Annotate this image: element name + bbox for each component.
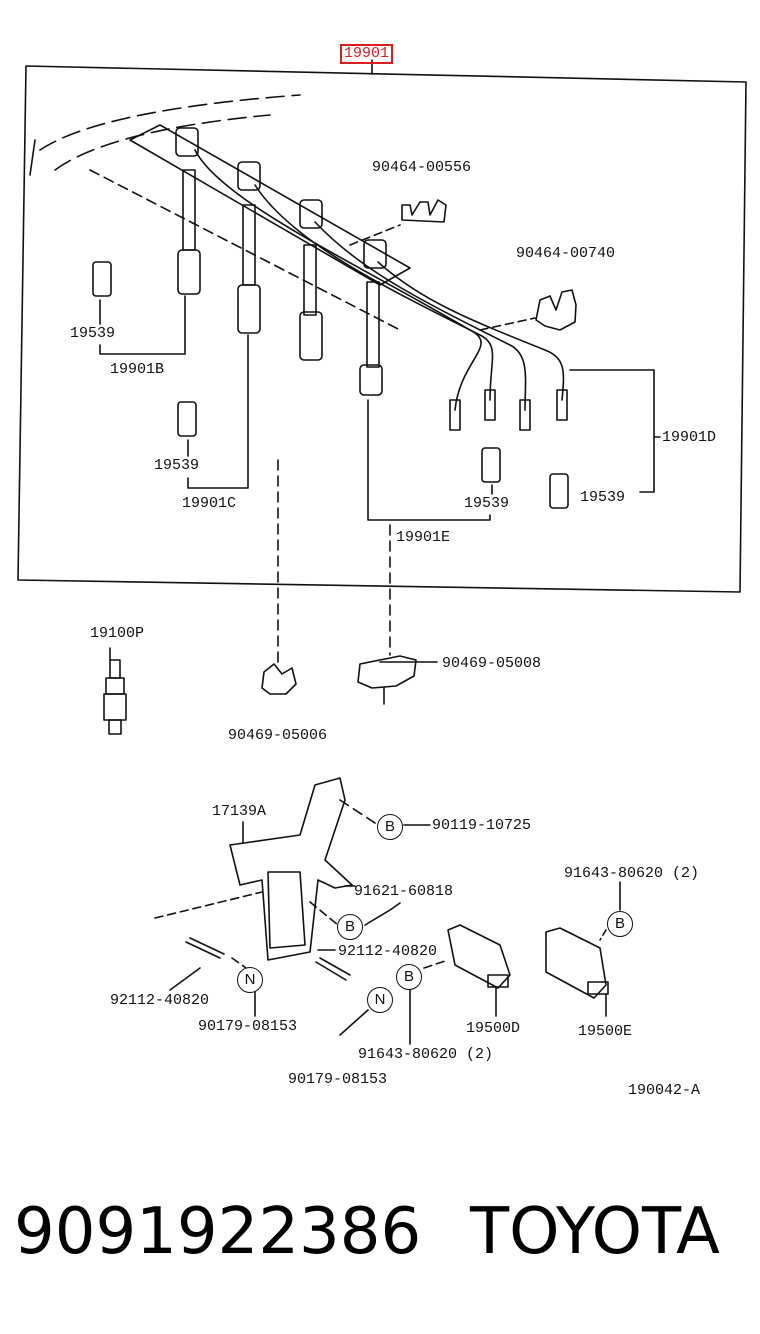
- marker-n-2: N: [367, 987, 393, 1013]
- callout-boot-e: 19539: [464, 495, 510, 512]
- callout-coil-e: 19500E: [578, 1023, 633, 1040]
- marker-b-4: B: [607, 911, 633, 937]
- callout-clamp-006: 90469-05006: [228, 727, 328, 744]
- callout-cord-c: 19901C: [182, 495, 237, 512]
- marker-b-1: B: [377, 814, 403, 840]
- plug-boot-4: [359, 239, 387, 396]
- clamp-00556-shape: [401, 199, 447, 223]
- ignition-coil-d-shape: [447, 924, 511, 989]
- callout-bolt-10725: 90119-10725: [432, 817, 532, 834]
- callout-clamp-740: 90464-00740: [516, 245, 616, 262]
- callout-stud-lower: 92112-40820: [110, 992, 210, 1009]
- diagram-id: 190042-A: [628, 1082, 701, 1099]
- bracket-shape: [229, 777, 353, 961]
- assembly-frame: [17, 65, 747, 593]
- marker-n-1: N: [237, 967, 263, 993]
- plug-boot-1: [175, 127, 201, 295]
- callout-coil-d: 19500D: [466, 1020, 521, 1037]
- plug-boot-2: [237, 161, 261, 334]
- callout-cord-e: 19901E: [396, 529, 451, 546]
- callout-clamp-556: 90464-00556: [372, 159, 472, 176]
- callout-boot-c: 19539: [154, 457, 200, 474]
- clamp-00740-shape: [535, 289, 577, 331]
- callout-boot-d: 19539: [580, 489, 626, 506]
- parts-diagram: [17, 59, 747, 1045]
- footer-part-number: 9091922386: [14, 1195, 422, 1269]
- marker-b-3: B: [396, 964, 422, 990]
- callout-bracket: 17139A: [212, 803, 267, 820]
- callout-bolt-60818: 91621-60818: [354, 883, 454, 900]
- callout-bolt-620-d: 91643-80620 (2): [358, 1046, 494, 1063]
- callout-spark-plug: 19100P: [90, 625, 145, 642]
- callout-clamp-008: 90469-05008: [442, 655, 542, 672]
- callout-boot-b: 19539: [70, 325, 116, 342]
- footer-brand: TOYOTA: [470, 1195, 720, 1269]
- spark-plug-shape: [103, 659, 127, 735]
- highlighted-part-number[interactable]: 19901: [340, 44, 394, 64]
- ignition-coil-e-shape: [545, 927, 607, 999]
- callout-nut-bottom: 90179-08153: [288, 1071, 388, 1088]
- callout-stud-upper: 92112-40820: [338, 943, 438, 960]
- callout-bolt-620-e: 91643-80620 (2): [564, 865, 700, 882]
- callout-cord-d: 19901D: [662, 429, 717, 446]
- callout-cord-b: 19901B: [110, 361, 165, 378]
- marker-b-2: B: [337, 914, 363, 940]
- plug-boot-3: [299, 199, 323, 361]
- callout-nut-left: 90179-08153: [198, 1018, 298, 1035]
